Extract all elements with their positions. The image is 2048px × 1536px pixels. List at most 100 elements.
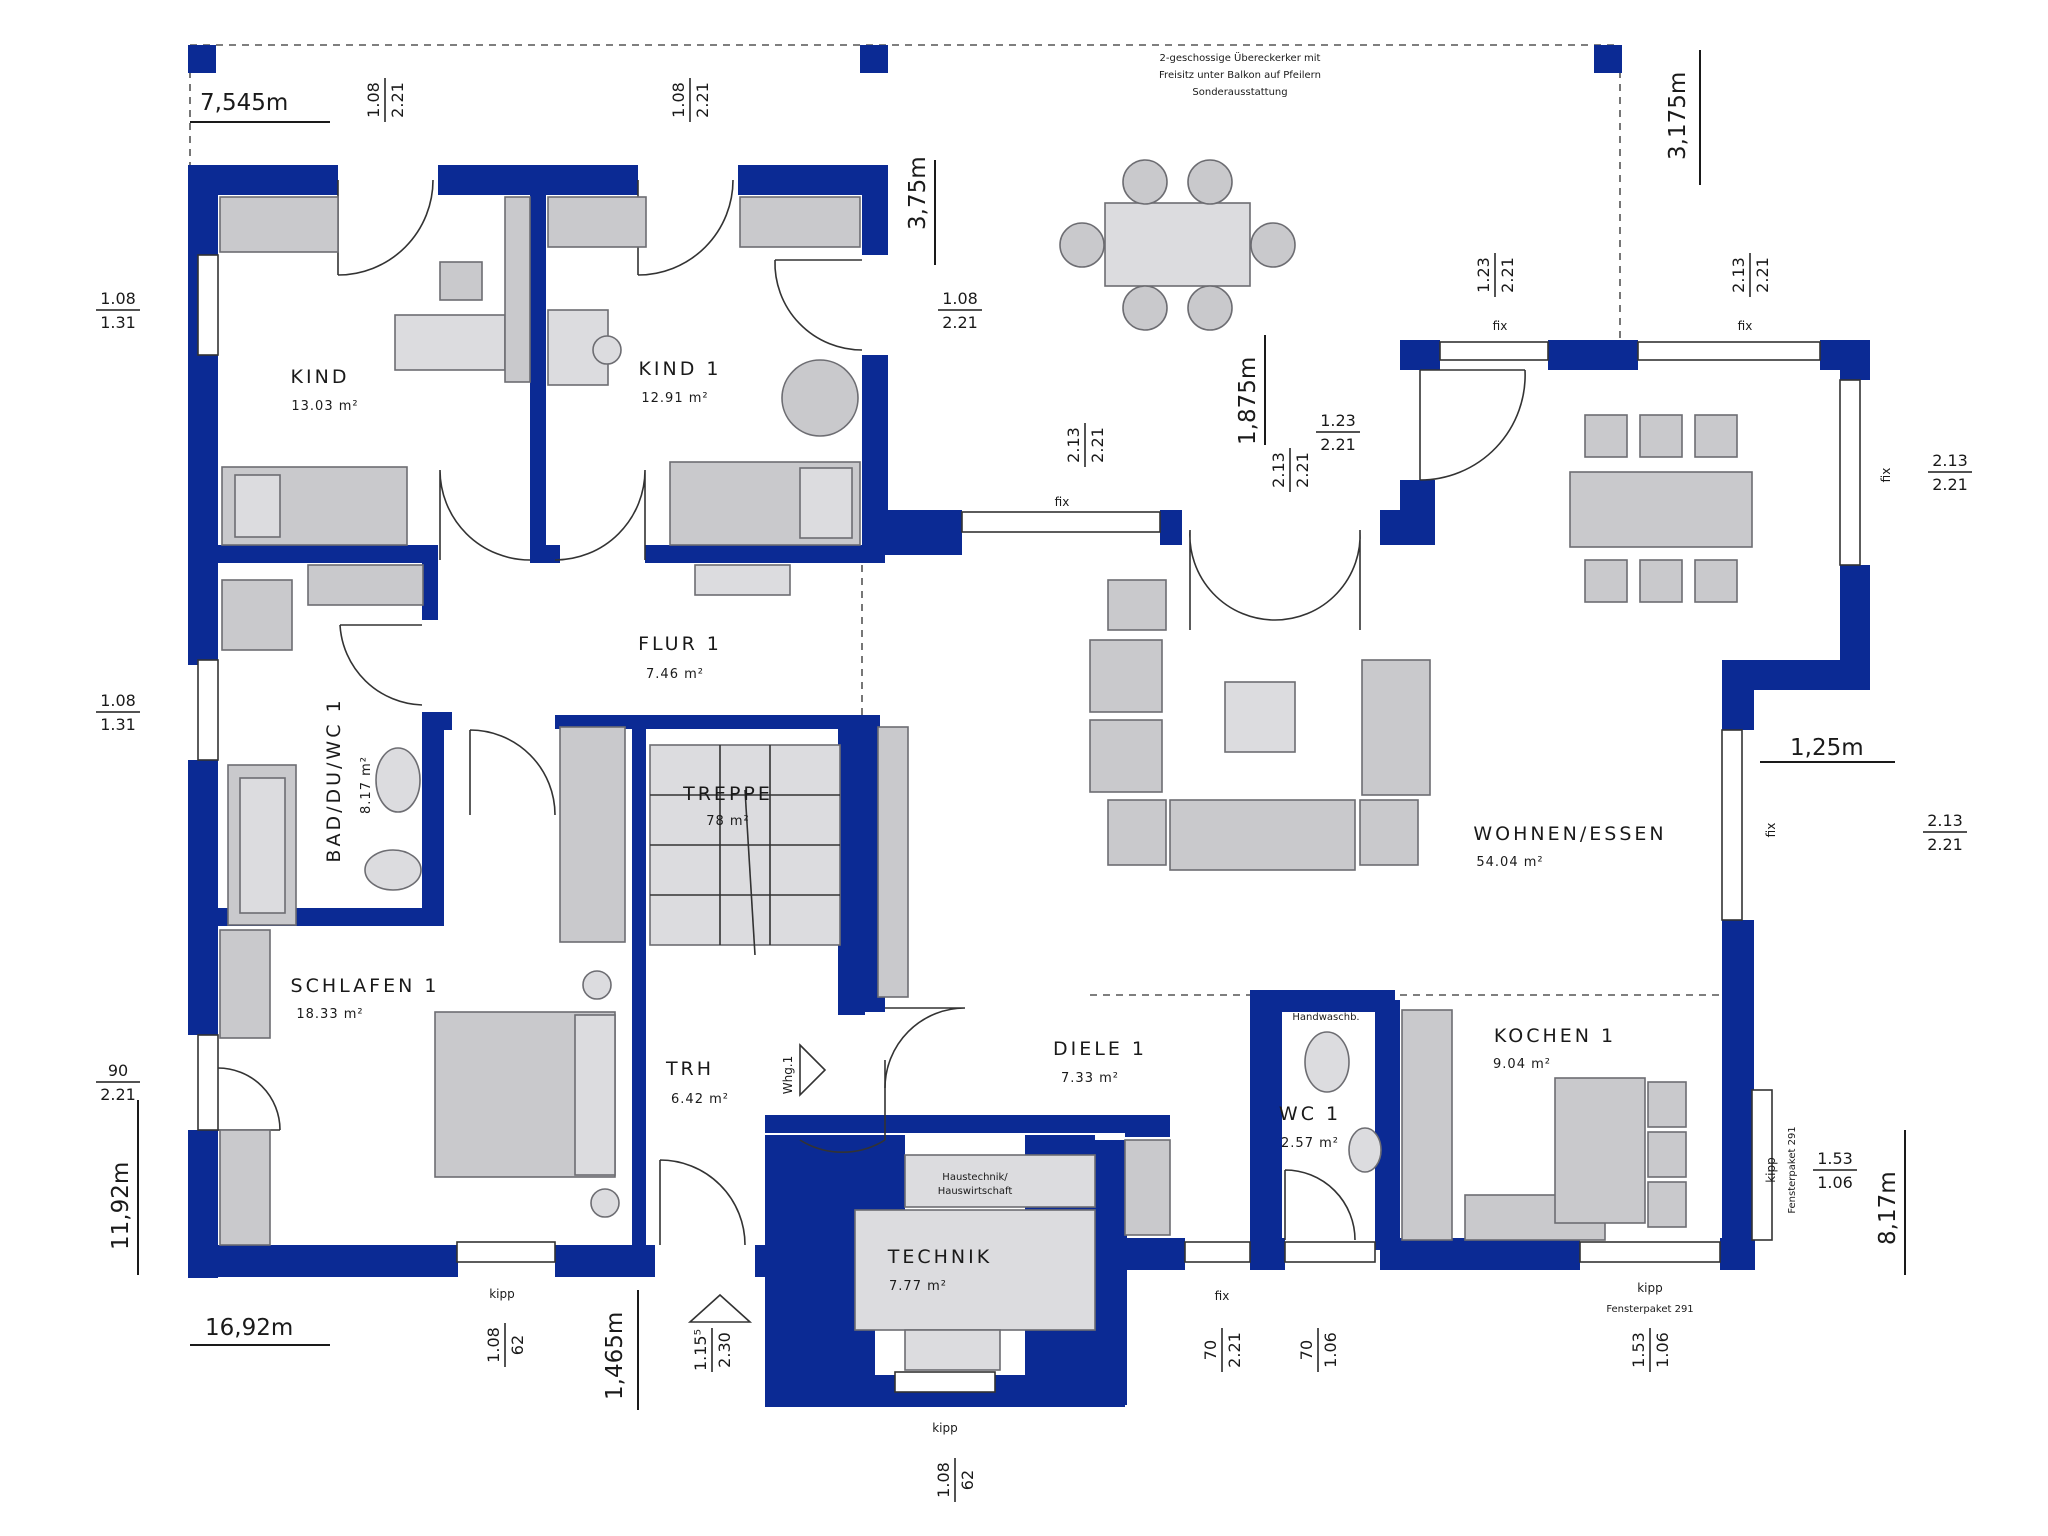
fensterpaket-label: Fensterpaket 291 (1787, 1126, 1798, 1213)
fix-label: fix (1215, 1289, 1230, 1303)
dim-817: 8,17m (1875, 1171, 1901, 1245)
dimension-lines (137, 50, 1906, 1410)
pillar (188, 45, 216, 73)
fix-label: fix (1493, 319, 1508, 333)
room-kind1-name: KIND 1 (638, 358, 721, 380)
opening-fraction: 1.15⁵ 2.30 (691, 1328, 734, 1372)
pillar (1594, 45, 1622, 73)
dim-1465: 1,465m (602, 1312, 628, 1400)
fix-label: fix (1764, 823, 1778, 838)
haustechnik-label-2: Hauswirtschaft (938, 1186, 1013, 1197)
dim-1192: 11,92m (108, 1162, 134, 1250)
pillar (860, 45, 888, 73)
fraction-numerator: 1.08 (364, 82, 383, 118)
balcony-note-2: Freisitz unter Balkon auf Pfeilern (1159, 70, 1321, 81)
room-kind1-area: 12.91 m² (641, 391, 708, 406)
haustechnik-label-1: Haustechnik/ (942, 1172, 1008, 1183)
fraction-numerator: 1.08 (100, 289, 136, 308)
room-diele1-name: DIELE 1 (1053, 1038, 1147, 1060)
room-technik-area: 7.77 m² (889, 1279, 947, 1294)
fensterpaket-label: Fensterpaket 291 (1606, 1304, 1693, 1315)
room-schlafen1-name: SCHLAFEN 1 (291, 975, 440, 997)
small-labels: 2-geschossige Übereckerker mit Freisitz … (489, 51, 1893, 1435)
fraction-numerator: 1.53 (1817, 1149, 1853, 1168)
fraction-numerator: 70 (1297, 1340, 1316, 1360)
room-kochen1-area: 9.04 m² (1493, 1057, 1551, 1072)
kipp-label: kipp (1764, 1157, 1778, 1183)
windows (197, 254, 1861, 1393)
room-flur1-area: 7.46 m² (646, 667, 704, 682)
fraction-denominator: 62 (508, 1335, 527, 1355)
opening-fraction: 2.13 2.21 (1923, 811, 1967, 854)
room-schlafen1-area: 18.33 m² (296, 1007, 363, 1022)
entry-markers (687, 1043, 827, 1323)
fraction-denominator: 2.30 (715, 1332, 734, 1368)
room-wohnen-area: 54.04 m² (1476, 855, 1543, 870)
fraction-denominator: 1.06 (1321, 1332, 1340, 1368)
fraction-numerator: 1.08 (669, 82, 688, 118)
dim-1875: 1,875m (1235, 357, 1261, 445)
room-trh-area: 6.42 m² (671, 1092, 729, 1107)
apartment-entry-triangle (799, 1043, 827, 1097)
room-treppe-area: 78 m² (706, 814, 750, 829)
dim-1692: 16,92m (205, 1315, 293, 1341)
fraction-denominator: 2.21 (1498, 257, 1517, 293)
fraction-denominator: 2.21 (388, 82, 407, 118)
kipp-label: kipp (489, 1287, 515, 1301)
fraction-denominator: 2.21 (100, 1085, 136, 1104)
opening-fraction: 1.23 2.21 (1316, 411, 1360, 454)
fraction-denominator: 2.21 (1320, 435, 1356, 454)
opening-fraction: 1.082.21 (938, 289, 982, 332)
fraction-numerator: 1.23 (1320, 411, 1356, 430)
dimension-labels: 7,545m 16,92m 3,75m 3,175m 1,875m 1,25m … (108, 72, 1901, 1400)
room-labels: KIND 13.03 m² KIND 1 12.91 m² FLUR 1 7.4… (291, 358, 1664, 1294)
opening-fraction: 902.21 (96, 1061, 140, 1104)
kipp-label: kipp (932, 1421, 958, 1435)
opening-fraction: 1.081.31 (96, 289, 140, 332)
fraction-numerator: 1.08 (100, 691, 136, 710)
fix-label: fix (1738, 319, 1753, 333)
entrance-triangle (687, 1293, 753, 1323)
fraction-denominator: 2.21 (1293, 452, 1312, 488)
room-kochen1-name: KOCHEN 1 (1494, 1025, 1616, 1047)
opening-fraction: 1.08 2.21 (364, 78, 407, 122)
fraction-numerator: 1.23 (1474, 257, 1493, 293)
fraction-numerator: 1.08 (934, 1462, 953, 1498)
fraction-denominator: 1.31 (100, 715, 136, 734)
fraction-denominator: 1.06 (1653, 1332, 1672, 1368)
room-diele1-area: 7.33 m² (1061, 1071, 1119, 1086)
room-kind-area: 13.03 m² (291, 399, 358, 414)
room-bad-name: BAD/DU/WC 1 (323, 697, 345, 862)
fraction-numerator: 70 (1201, 1340, 1220, 1360)
fraction-numerator: 2.13 (1927, 811, 1963, 830)
opening-fraction: 1.08 62 (484, 1323, 527, 1367)
fraction-numerator: 2.13 (1932, 451, 1968, 470)
whg-label: Whg.1 (781, 1056, 795, 1095)
fraction-numerator: 1.08 (942, 289, 978, 308)
doors (217, 179, 1526, 1246)
dim-125: 1,25m (1790, 735, 1864, 761)
fraction-denominator: 2.21 (1927, 835, 1963, 854)
fraction-denominator: 2.21 (1932, 475, 1968, 494)
opening-fraction: 1.531.06 (1813, 1149, 1857, 1192)
dim-375: 3,75m (905, 156, 931, 230)
room-wc1-name: WC 1 (1279, 1103, 1341, 1125)
fraction-denominator: 2.21 (1225, 1332, 1244, 1368)
fraction-numerator: 1.08 (484, 1327, 503, 1363)
furniture (219, 159, 1753, 1371)
fraction-numerator: 2.13 (1729, 257, 1748, 293)
opening-fraction: 1.23 2.21 (1474, 253, 1517, 297)
fraction-numerator: 1.15⁵ (691, 1329, 710, 1371)
fix-label: fix (1879, 468, 1893, 483)
dim-3175: 3,175m (1665, 72, 1691, 160)
fraction-denominator: 2.21 (1088, 427, 1107, 463)
opening-fraction: 2.13 2.21 (1928, 451, 1972, 494)
